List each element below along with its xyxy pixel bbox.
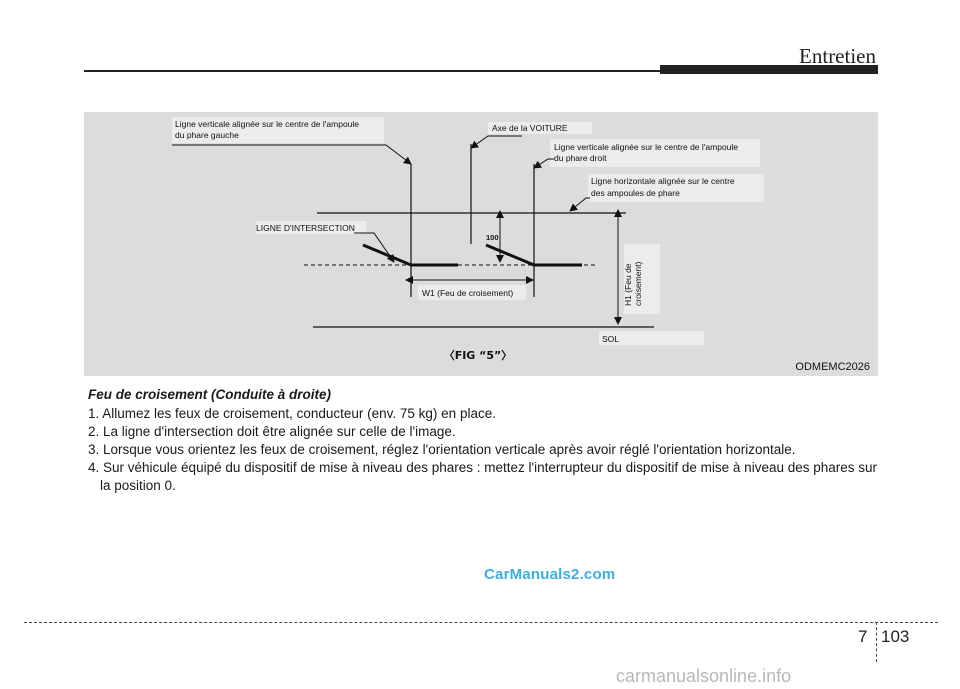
- headlight-aim-figure: Ligne verticale alignée sur le centre de…: [84, 112, 878, 376]
- instruction-list: 1. Allumez les feux de croisement, condu…: [88, 405, 878, 495]
- intersection-label: LIGNE D'INTERSECTION: [256, 223, 355, 233]
- instructions-heading: Feu de croisement (Conduite à droite): [88, 387, 332, 402]
- horizontal-line-label-2: des ampoules de phare: [591, 188, 680, 198]
- car-axis-label: Axe de la VOITURE: [492, 123, 568, 133]
- marker-100: 100: [486, 233, 499, 242]
- figure-caption: 〈FIG “5”〉: [444, 349, 513, 362]
- site-watermark: carmanualsonline.info: [616, 666, 792, 686]
- list-item: 1. Allumez les feux de croisement, condu…: [88, 406, 496, 421]
- list-item: 3. Lorsque vous orientez les feux de cro…: [88, 442, 796, 457]
- watermark-link[interactable]: CarManuals2.com: [484, 566, 616, 583]
- left-vertical-label: Ligne verticale alignée sur le centre de…: [175, 119, 359, 129]
- figure-code: ODMEMC2026: [795, 361, 870, 373]
- horizontal-line-label: Ligne horizontale alignée sur le centre: [591, 176, 735, 186]
- page-number: 103: [881, 627, 910, 646]
- h1-label: H1 (Feu de: [623, 263, 633, 306]
- left-cutoff-pattern: [362, 243, 458, 267]
- section-title: Entretien: [799, 44, 876, 68]
- h1-label-2: croisement): [633, 261, 643, 306]
- left-vertical-label-2: du phare gauche: [175, 130, 239, 140]
- list-item: 2. La ligne d'intersection doit être ali…: [88, 424, 456, 439]
- footer-vertical-divider: [876, 622, 877, 662]
- right-vertical-label-2: du phare droit: [554, 153, 607, 163]
- footer-divider: [24, 622, 938, 623]
- list-item: 4. Sur véhicule équipé du dispositif de …: [88, 460, 878, 493]
- ground-label: SOL: [602, 334, 619, 344]
- chapter-number: 7: [858, 627, 868, 646]
- instructions: Feu de croisement (Conduite à droite) 1.…: [88, 386, 878, 495]
- header-rule: [84, 70, 664, 72]
- right-vertical-label: Ligne verticale alignée sur le centre de…: [554, 142, 738, 152]
- header-rule-thick: [660, 65, 878, 74]
- w1-label: W1 (Feu de croisement): [422, 288, 513, 298]
